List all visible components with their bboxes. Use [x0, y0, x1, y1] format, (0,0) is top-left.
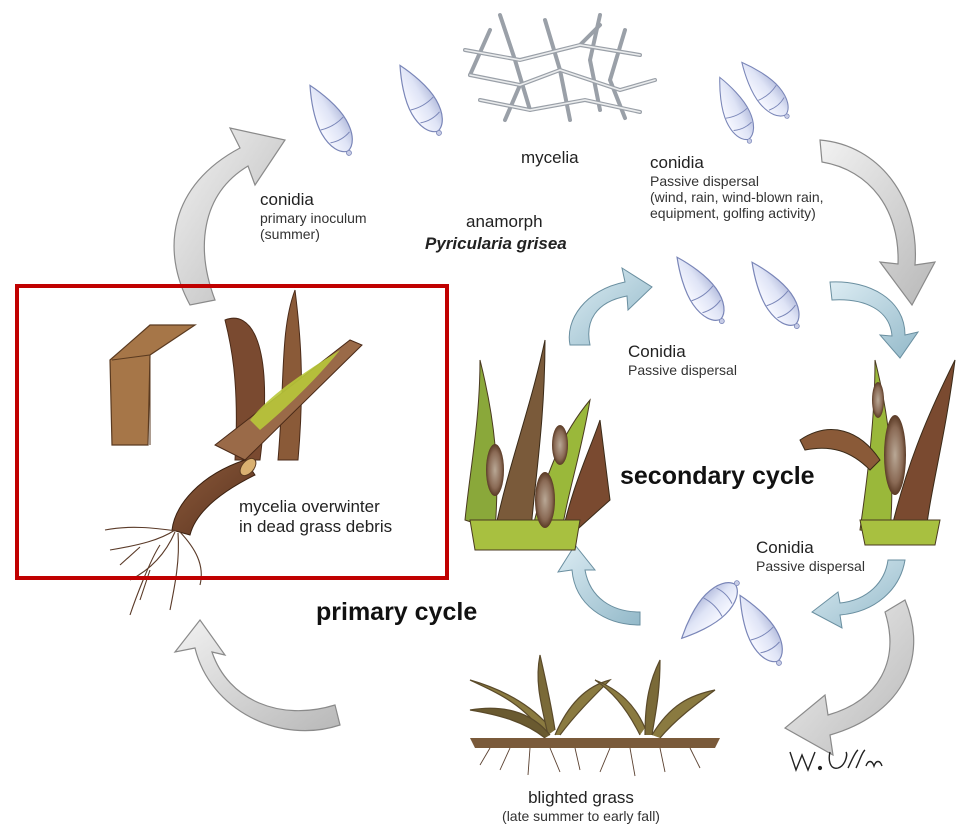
- overwinter-label: mycelia overwinter in dead grass debris: [239, 497, 392, 536]
- conidium-7: [672, 571, 749, 648]
- conidia-mid-label: Conidia Passive dispersal: [628, 342, 737, 378]
- anamorph-label: anamorph: [466, 212, 543, 232]
- conidium-8: [728, 588, 792, 672]
- blighted-grass: [470, 655, 720, 776]
- signature: [790, 750, 882, 770]
- conidia-lower-right-label: Conidia Passive dispersal: [756, 538, 865, 574]
- secondary-cycle-label: secondary cycle: [620, 462, 815, 491]
- conidia-primary-label: conidia primary inoculum (summer): [260, 190, 367, 242]
- conidium-6: [741, 254, 810, 336]
- blighted-grass-label: blighted grass (late summer to early fal…: [481, 788, 681, 824]
- arrow-top-right: [820, 140, 935, 305]
- arrow-bottom-right: [785, 600, 914, 755]
- infected-grass-right: [800, 360, 955, 545]
- conidium-2: [388, 58, 452, 142]
- conidium-1: [298, 78, 362, 162]
- mycelia-label: mycelia: [521, 148, 579, 168]
- arrow-bottom-left: [175, 620, 340, 731]
- infected-grass-left: [465, 340, 610, 550]
- primary-cycle-label: primary cycle: [316, 598, 477, 627]
- species-label: Pyricularia grisea: [425, 234, 567, 254]
- conidium-5: [666, 249, 735, 331]
- conidia-top-right-label: conidia Passive dispersal (wind, rain, w…: [650, 153, 824, 221]
